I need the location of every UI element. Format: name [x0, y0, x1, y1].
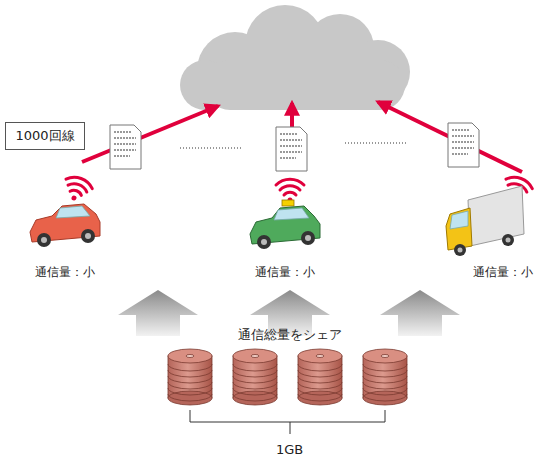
- label-box: 1000回線: [5, 122, 85, 150]
- bracket: [190, 410, 385, 434]
- document-icons: [110, 123, 479, 171]
- taxi-green: [250, 200, 320, 249]
- wireless-symbols: [60, 174, 534, 205]
- cloud: [180, 5, 410, 110]
- ellipsis-dots: [180, 143, 407, 148]
- upload-arrows: [82, 102, 522, 172]
- text-label: 通信量：小: [255, 264, 315, 281]
- text-label: 通信量：小: [35, 264, 95, 281]
- text-label: 通信総量をシェア: [238, 326, 342, 344]
- text-label: 1GB: [276, 442, 303, 457]
- car-red: [30, 204, 100, 247]
- disk-stacks: [168, 349, 407, 405]
- box-text: 1000回線: [15, 127, 74, 145]
- text-label: 通信量：小: [473, 264, 533, 281]
- truck: [446, 186, 524, 256]
